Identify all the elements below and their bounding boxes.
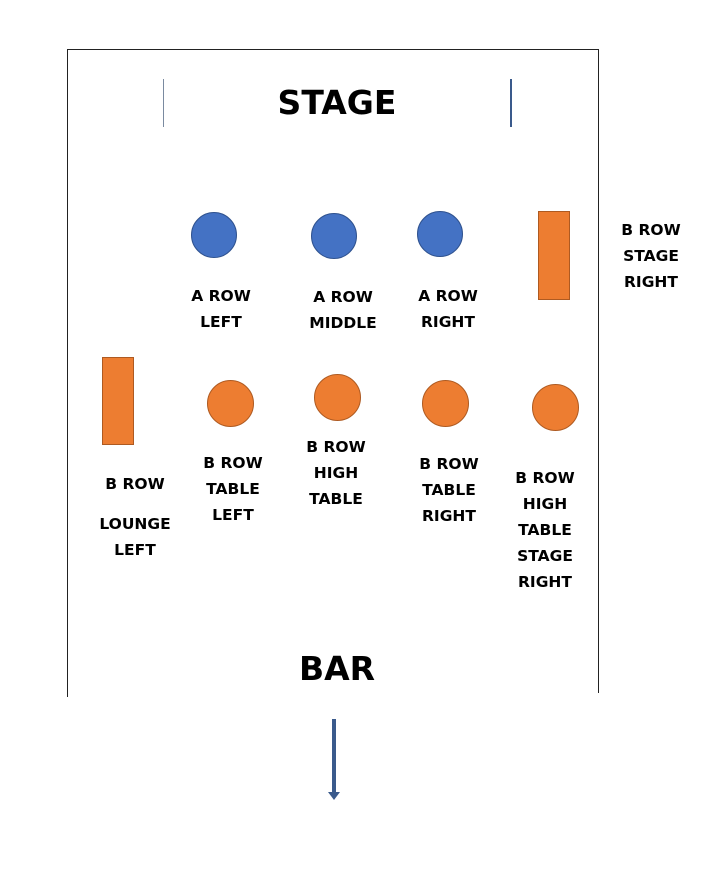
b-row-table-right-seat (422, 380, 469, 427)
b-row-lounge-left-label-top: B ROW (105, 475, 165, 493)
b-row-lounge-left-seat (102, 357, 134, 445)
stage-left-marker (163, 79, 164, 127)
bar-title: BAR (298, 649, 376, 688)
b-row-high-table-stage-right-seat (532, 384, 579, 431)
b-row-table-left-seat (207, 380, 254, 427)
room-right-wall (598, 49, 599, 693)
room-left-wall (67, 49, 68, 697)
stage-title: STAGE (277, 83, 397, 122)
stage-right-marker (510, 79, 512, 127)
a-row-right-seat (417, 211, 463, 257)
a-row-left-seat (191, 212, 237, 258)
room-top-wall (67, 49, 599, 50)
exit-arrow-head (328, 792, 340, 800)
exit-arrow-shaft (332, 719, 336, 793)
a-row-middle-seat (311, 213, 357, 259)
b-row-stage-right-seat (538, 211, 570, 300)
b-row-high-table-seat (314, 374, 361, 421)
